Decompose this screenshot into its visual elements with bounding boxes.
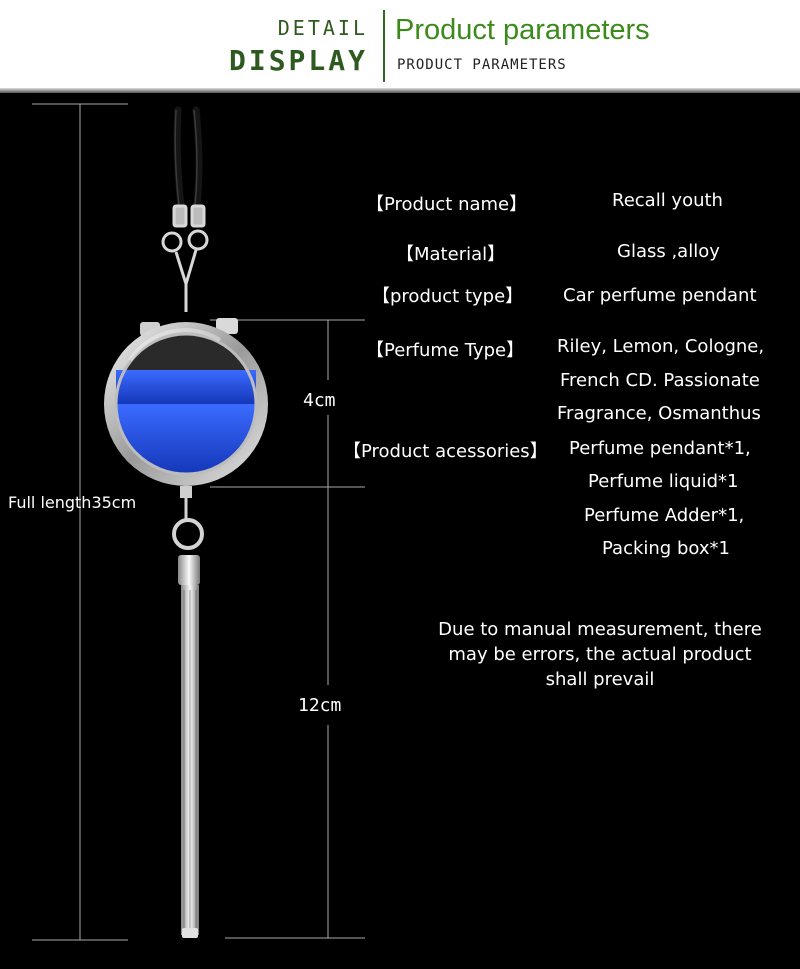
pendant-size-label: 4cm [303, 390, 336, 411]
tassel-length-label: 12cm [298, 695, 342, 716]
spec-value-perfume-type: Riley, Lemon, Cologne, [557, 336, 765, 357]
full-length-label: Full length35cm [8, 493, 137, 512]
header-rule [0, 88, 800, 93]
page-subtitle: PRODUCT PARAMETERS [397, 57, 567, 73]
page-title: Product parameters [395, 14, 650, 46]
cord [173, 106, 203, 219]
tassel [172, 486, 204, 938]
header-divider [383, 10, 385, 82]
full-length-dimension-line [32, 103, 128, 941]
display-label: DISPLAY [228, 44, 368, 77]
spec-label-product-type: 【product type】 [372, 286, 524, 307]
detail-label: DETAIL [277, 16, 368, 40]
spec-value-accessories-line3: Perfume Adder*1, [584, 505, 745, 526]
spec-label-accessories: 【Product acessories】 [343, 441, 548, 462]
spec-value-accessories-line4: Packing box*1 [602, 538, 730, 559]
measurement-note: Due to manual measurement, there may be … [400, 617, 800, 692]
spec-value-perfume-type-line2: French CD. Passionate [560, 370, 760, 391]
spec-label-perfume-type: 【Perfume Type】 [366, 340, 525, 361]
note-line: may be errors, the actual product [448, 644, 752, 665]
pendant [104, 318, 268, 486]
spec-label-material: 【Material】 [396, 244, 506, 265]
spec-value-material: Glass ,alloy [617, 241, 720, 262]
spec-value-perfume-type-line3: Fragrance, Osmanthus [557, 403, 761, 424]
header-bar: DETAIL DISPLAY Product parameters PRODUC… [0, 0, 800, 88]
note-line: Due to manual measurement, there [438, 619, 762, 640]
spec-label-product-name: 【Product name】 [366, 194, 528, 215]
spec-value-product-type: Car perfume pendant [563, 285, 757, 306]
clasp [161, 204, 209, 312]
spec-value-product-name: Recall youth [612, 190, 723, 211]
spec-value-accessories: Perfume pendant*1, [569, 438, 751, 459]
spec-value-accessories-line2: Perfume liquid*1 [588, 471, 739, 492]
note-line: shall prevail [545, 669, 655, 690]
